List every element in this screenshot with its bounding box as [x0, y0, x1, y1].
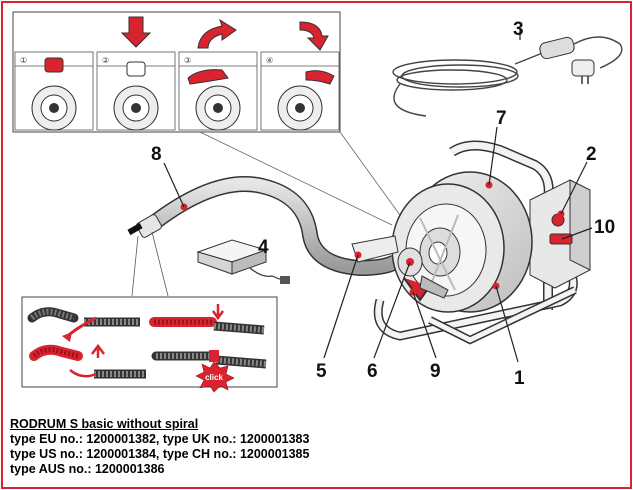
caption-line-1: type EU no.: 1200001382, type UK no.: 12… [10, 432, 310, 446]
inset-guide-lines [199, 131, 406, 226]
drain-cleaning-machine [180, 140, 591, 345]
callout-5: 5 [316, 361, 327, 382]
sequence-panel-1: ① [14, 51, 94, 131]
down-arrow-small-icon [211, 304, 225, 321]
power-cable [392, 36, 623, 117]
svg-text:①: ① [20, 56, 27, 65]
sequence-panel-4: ④ [260, 21, 340, 131]
callout-9: 9 [430, 361, 441, 382]
down-arrow-icon [120, 16, 152, 48]
callout-1: 1 [514, 368, 525, 389]
svg-text:④: ④ [266, 56, 273, 65]
click-burst-icon [195, 361, 235, 393]
callout-8: 8 [151, 144, 162, 165]
guide-hose [127, 176, 400, 277]
callout-10: 10 [594, 217, 616, 238]
callout-3: 3 [513, 19, 524, 40]
plug-icon [571, 59, 595, 77]
click-label: click [205, 373, 223, 382]
rotate-right-arrow-icon [299, 21, 329, 51]
foot-pedal [196, 239, 290, 284]
svg-text:②: ② [102, 56, 109, 65]
sequence-panel-2: ② [96, 16, 176, 131]
callout-6: 6 [367, 361, 378, 382]
caption-line-3: type AUS no.: 1200001386 [10, 462, 165, 476]
rotate-left-arrow-icon [197, 18, 237, 49]
caption-title: RODRUM S basic without spiral [10, 417, 199, 431]
callout-7: 7 [496, 108, 507, 129]
svg-text:③: ③ [184, 56, 191, 65]
callout-4: 4 [258, 237, 269, 258]
top-inset-sequence: ① ② ③ [12, 11, 406, 226]
caption-line-2: type US no.: 1200001384, type CH no.: 12… [10, 447, 310, 461]
arrow-icon [62, 332, 72, 342]
up-arrow-icon [91, 343, 105, 358]
callout-2: 2 [586, 144, 597, 165]
bottom-inset-coupling: click [21, 231, 278, 393]
leader-lines [163, 28, 593, 363]
sequence-panel-3: ③ [178, 18, 258, 131]
caption-block: RODRUM S basic without spiral type EU no… [10, 417, 309, 477]
